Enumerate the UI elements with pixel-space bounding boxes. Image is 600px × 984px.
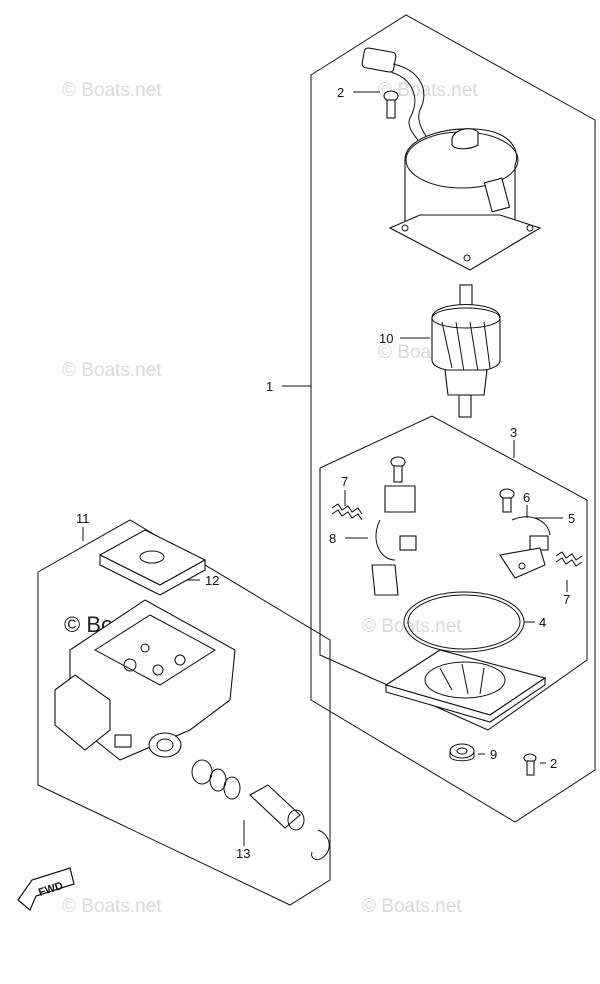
brush-holder-right bbox=[499, 488, 551, 579]
assembly-boundary-1 bbox=[310, 14, 596, 823]
brush-holder-left bbox=[371, 456, 417, 596]
callout-13: 13 bbox=[236, 846, 250, 861]
callout-9: 9 bbox=[490, 747, 497, 762]
watermark-lower-right: © Boats.net bbox=[362, 616, 462, 637]
callout-4: 4 bbox=[539, 615, 546, 630]
callout-11: 11 bbox=[76, 511, 90, 526]
valve-13 bbox=[191, 759, 330, 861]
callout-10: 10 bbox=[379, 331, 393, 346]
callout-2-top: 2 bbox=[337, 85, 344, 100]
callout-7-right: 7 bbox=[563, 592, 570, 607]
motor-housing bbox=[361, 47, 542, 271]
watermark-bottom-right: © Boats.net bbox=[362, 896, 462, 917]
brush-base-plate bbox=[384, 649, 547, 723]
watermark-top-right: © Boats.net bbox=[378, 80, 478, 101]
watermark-top-left: © Boats.net bbox=[62, 80, 162, 101]
watermark-bottom-left: © Boats.net bbox=[62, 896, 162, 917]
callout-8: 8 bbox=[329, 531, 336, 546]
assembly-boundary-11 bbox=[37, 519, 331, 906]
callout-5: 5 bbox=[568, 511, 575, 526]
callout-6: 6 bbox=[523, 490, 530, 505]
washer-9 bbox=[449, 743, 475, 762]
fwd-arrow-icon: FWD bbox=[17, 867, 75, 911]
callout-1: 1 bbox=[266, 379, 273, 394]
pump-body bbox=[54, 599, 236, 761]
spring-7-left bbox=[331, 503, 363, 521]
callout-12: 12 bbox=[205, 573, 219, 588]
screw-2-top bbox=[383, 90, 399, 119]
callouts: 2 1 10 3 7 6 5 8 7 4 9 2 11 12 13 bbox=[76, 85, 575, 861]
watermark-mid-left: © Boats.net bbox=[62, 360, 162, 381]
armature-10 bbox=[431, 284, 501, 418]
screw-2-bottom bbox=[523, 753, 537, 776]
callout-3: 3 bbox=[510, 425, 517, 440]
o-ring-4 bbox=[403, 591, 525, 653]
assembly-boundary-3 bbox=[319, 415, 588, 731]
callout-7-left: 7 bbox=[341, 474, 348, 489]
spring-7-right bbox=[555, 551, 583, 567]
callout-2-bottom: 2 bbox=[550, 756, 557, 771]
leader-lines bbox=[82, 91, 568, 846]
pump-cap-12 bbox=[98, 529, 207, 596]
